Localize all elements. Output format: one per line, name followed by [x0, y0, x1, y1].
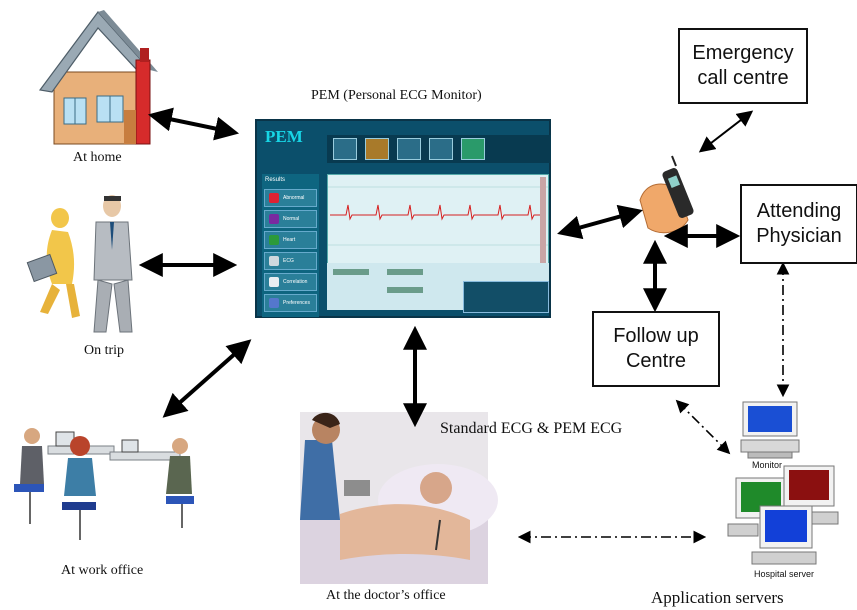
physician-line-2: Physician: [756, 225, 842, 247]
emergency-call-centre-box: Emergency call centre: [678, 28, 808, 104]
label-application-servers: Application servers: [651, 588, 784, 607]
arrow-followup-server: [675, 399, 731, 455]
pem-toolbar: [327, 135, 551, 163]
pem-sidebar: Abnormal Normal Heart ECG Correlation Pr…: [262, 174, 319, 317]
label-at-work-office: At work office: [61, 563, 144, 578]
ecg-trace: [328, 177, 548, 263]
follow-up-centre-box: Follow up Centre: [592, 311, 720, 387]
correlation-icon: [269, 277, 279, 287]
monitor-computer-icon: [740, 401, 800, 459]
house-icon: [38, 10, 158, 145]
label-hospital-server: Hospital server: [754, 569, 815, 579]
control-slider-2[interactable]: [387, 269, 423, 275]
followup-line-1: Follow up: [613, 325, 699, 347]
pem-screen: PEM Abnormal Normal Heart ECG Correlatio…: [255, 119, 551, 318]
followup-line-2: Centre: [625, 350, 687, 372]
sidebar-item-heart[interactable]: Heart: [264, 231, 317, 249]
results-header: Results: [265, 177, 286, 183]
hospital-server-icon: [727, 465, 839, 565]
label-doctors-office: At the doctor’s office: [326, 588, 446, 603]
control-slider-1[interactable]: [333, 269, 369, 275]
pem-info-box: [463, 281, 549, 313]
abnormal-icon: [269, 193, 279, 203]
sidebar-item-normal[interactable]: Normal: [264, 210, 317, 228]
sidebar-item-preferences[interactable]: Preferences: [264, 294, 317, 312]
toolbar-setup-icon[interactable]: [429, 138, 453, 160]
toolbar-exit-icon[interactable]: [461, 138, 485, 160]
attending-physician-box: Attending Physician: [740, 184, 857, 264]
label-on-trip: On trip: [84, 343, 125, 358]
arrow-phone-emergency: [698, 110, 754, 153]
label-monitor: Monitor: [752, 460, 783, 470]
heart-icon: [269, 235, 279, 245]
sidebar-item-ecg[interactable]: ECG: [264, 252, 317, 270]
toolbar-collect-icon[interactable]: [333, 138, 357, 160]
normal-icon: [269, 214, 279, 224]
label-standard-ecg: Standard ECG & PEM ECG: [440, 420, 623, 437]
dashdot-arrows: [517, 261, 790, 544]
label-at-home: At home: [73, 150, 122, 165]
preferences-icon: [269, 298, 279, 308]
pem-logo: PEM: [265, 127, 303, 146]
arrow-home-pem: [147, 107, 240, 141]
arrow-work-pem: [162, 339, 252, 418]
emergency-line-1: Emergency: [692, 42, 794, 64]
office-workers-icon: [14, 428, 194, 540]
toolbar-store-icon[interactable]: [365, 138, 389, 160]
doctor-office-photo: [300, 412, 498, 584]
emergency-line-2: call centre: [697, 67, 789, 89]
ecg-icon: [269, 256, 279, 266]
pem-title: PEM (Personal ECG Monitor): [311, 88, 482, 103]
toolbar-help-icon[interactable]: [397, 138, 421, 160]
arrow-pem-phone: [557, 204, 643, 240]
sidebar-item-correlation[interactable]: Correlation: [264, 273, 317, 291]
mobile-phone-icon: [639, 155, 694, 234]
physician-line-1: Attending: [756, 200, 842, 222]
travellers-icon: [26, 195, 133, 333]
sidebar-item-abnormal[interactable]: Abnormal: [264, 189, 317, 207]
control-slider-3[interactable]: [387, 287, 423, 293]
solid-arrows: [138, 107, 741, 428]
